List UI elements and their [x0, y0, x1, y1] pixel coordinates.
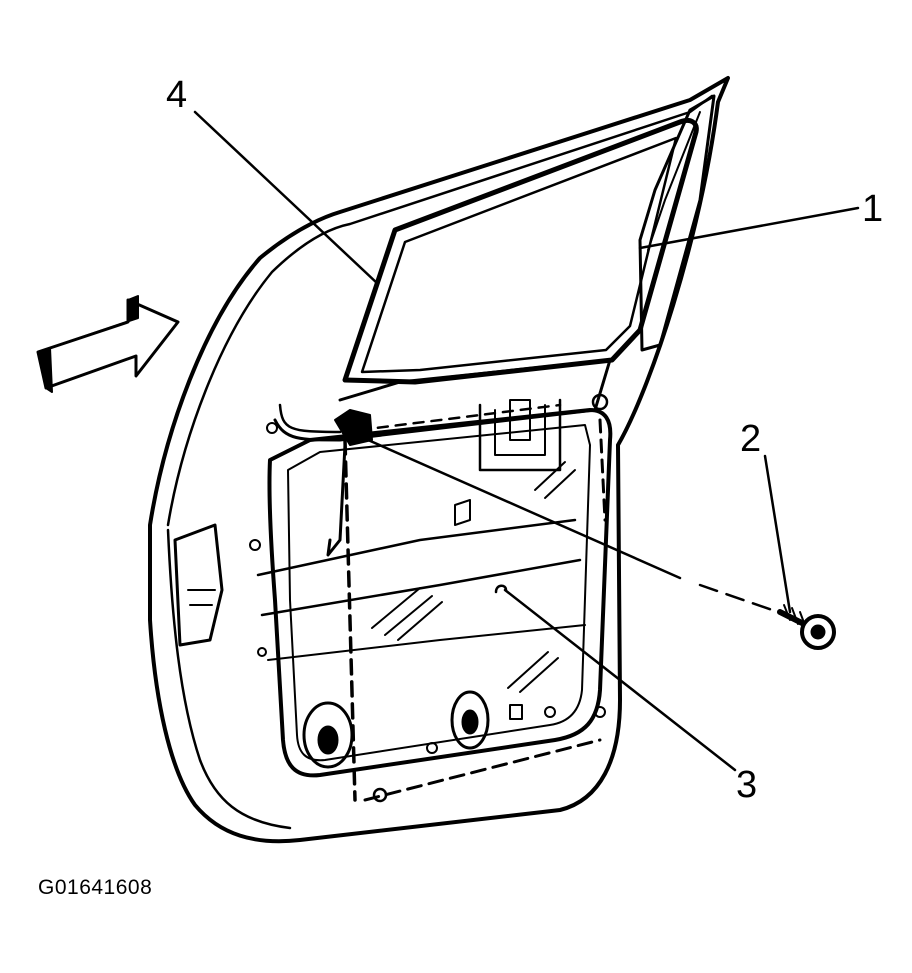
figure-id: G01641608	[38, 876, 153, 899]
door-shell-hinge-edge	[166, 528, 292, 830]
callout-1: 1	[862, 188, 884, 230]
callout-3: 3	[736, 764, 758, 806]
rear-run-channel	[638, 94, 716, 352]
leader-line-4	[193, 110, 380, 286]
window-frame-inner	[360, 136, 678, 374]
window-frame	[342, 117, 699, 385]
callout-2: 2	[740, 418, 762, 460]
bolt-icon	[777, 604, 836, 650]
inner-panel-cutout	[267, 408, 613, 778]
callout-4: 4	[166, 74, 188, 116]
bolt-install-line	[348, 430, 682, 580]
leader-line-3	[503, 588, 737, 772]
door-shell-inner-edge	[166, 94, 714, 527]
leader-line-2	[763, 454, 792, 614]
door-outer-shell	[148, 76, 730, 844]
direction-arrow-icon	[36, 295, 180, 393]
leader-line-1	[638, 206, 860, 250]
